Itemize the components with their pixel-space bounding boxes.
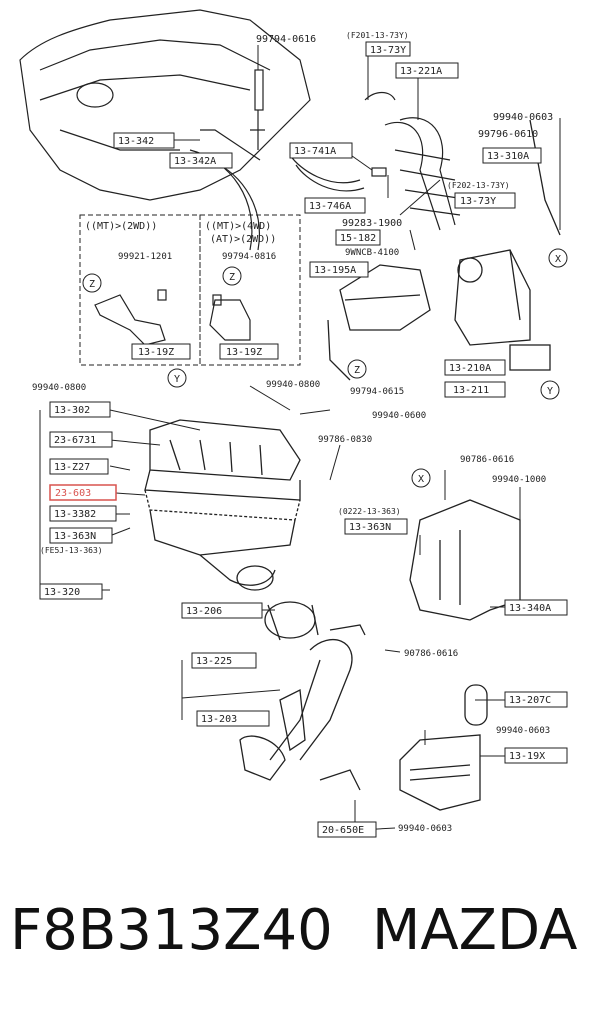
label-13-195a: 13-195A [314, 265, 356, 276]
part-number: F8B313Z40 [10, 898, 333, 963]
label-13-73y-mid: 13-73Y [460, 196, 496, 207]
label-99940-1000: 99940-1000 [492, 475, 546, 485]
label-13-207c: 13-207C [509, 695, 551, 706]
resonator [327, 264, 431, 381]
marker-z-1: Z [89, 279, 95, 290]
label-at-2wd: (AT)>(2WD)) [210, 234, 276, 245]
label-13-19z-a: 13-19Z [138, 347, 174, 358]
label-13-3382: 13-3382 [54, 509, 96, 520]
label-23-6731: 23-6731 [54, 435, 96, 446]
label-f201-13-73y: (F201-13-73Y) [346, 31, 409, 40]
label-13-310a: 13-310A [487, 151, 529, 162]
marker-y-2: Y [547, 386, 553, 397]
label-99940-0603-c: 99940-0603 [398, 824, 452, 834]
label-13-342a: 13-342A [174, 156, 216, 167]
label-13-746a: 13-746A [309, 201, 351, 212]
label-13-340a: 13-340A [509, 603, 551, 614]
parts-diagram: Y Y X X Z Z Z [19, 9, 568, 838]
variant-boxes [79, 214, 301, 366]
label-13-210a: 13-210A [449, 363, 491, 374]
label-13-302: 13-302 [54, 405, 90, 416]
label-mt-4wd: ((MT)>(4WD) [205, 221, 271, 232]
label-99794-0615: 99794-0615 [350, 387, 404, 397]
label-13-225: 13-225 [196, 656, 232, 667]
brand-name: MAZDA [372, 898, 578, 963]
label-99796-0610: 99796-0610 [478, 129, 538, 140]
label-99283-1900: 99283-1900 [342, 218, 402, 229]
label-99940-0603-b: 99940-0603 [496, 726, 550, 736]
label-99940-0800-a: 99940-0800 [32, 383, 86, 393]
marker-x-2: X [418, 474, 424, 485]
label-99794-0616: 99794-0616 [256, 34, 316, 45]
label-99921-1201: 99921-1201 [118, 252, 172, 262]
label-99786-0830: 99786-0830 [318, 435, 372, 445]
label-13-741a: 13-741A [294, 146, 336, 157]
label-99794-0816: 99794-0816 [222, 252, 276, 262]
label-13-211: 13-211 [453, 385, 489, 396]
callout-markers: Y Y X X Z Z Z [82, 248, 568, 488]
label-9wncb-4100: 9WNCB-4100 [345, 248, 399, 258]
hose-parts [200, 69, 461, 231]
caption: F8B313Z40 MAZDA [0, 888, 600, 978]
label-mt-2wd: ((MT)>(2WD)) [85, 221, 157, 232]
brackets [94, 289, 251, 346]
label-13-363n-b: 13-363N [349, 522, 391, 533]
label-13-206: 13-206 [186, 606, 222, 617]
label-99940-0800-b: 99940-0800 [266, 380, 320, 390]
label-0222-13-363: (0222-13-363) [338, 507, 401, 516]
air-cleaner [144, 419, 301, 591]
marker-x-1: X [555, 254, 561, 265]
lower-cover [319, 684, 488, 811]
label-13-203: 13-203 [201, 714, 237, 725]
label-13-19z-b: 13-19Z [226, 347, 262, 358]
label-13-342: 13-342 [118, 136, 154, 147]
label-15-182: 15-182 [340, 233, 376, 244]
bracket-right [409, 119, 561, 621]
label-13-320: 13-320 [44, 587, 80, 598]
intake-duct [239, 601, 366, 781]
part-label-boxes [39, 41, 568, 838]
label-90786-0616-a: 90786-0616 [460, 455, 514, 465]
air-flow-meter [454, 249, 551, 371]
engine-outline [19, 9, 311, 251]
label-99940-0603-a: 99940-0603 [493, 112, 553, 123]
label-90786-0616-b: 90786-0616 [404, 649, 458, 659]
label-20-650e: 20-650E [322, 825, 364, 836]
leader-lines [39, 45, 561, 831]
label-13-363n-a: 13-363N [54, 531, 96, 542]
label-99940-0600: 99940-0600 [372, 411, 426, 421]
marker-z-2: Z [229, 272, 235, 283]
marker-y-1: Y [174, 374, 180, 385]
label-13-z27: 13-Z27 [54, 462, 90, 473]
label-13-19x: 13-19X [509, 751, 545, 762]
label-13-73y-top: 13-73Y [370, 45, 406, 56]
label-13-221a: 13-221A [400, 66, 442, 77]
label-f202-13-73y: (F202-13-73Y) [447, 181, 510, 190]
label-fe5j-13-363: (FE5J-13-363) [40, 546, 103, 555]
part-labels: 99794-0616 (F201-13-73Y) 13-73Y 13-221A … [32, 31, 553, 836]
label-23-603: 23-603 [55, 488, 91, 499]
marker-z-3: Z [354, 365, 360, 376]
